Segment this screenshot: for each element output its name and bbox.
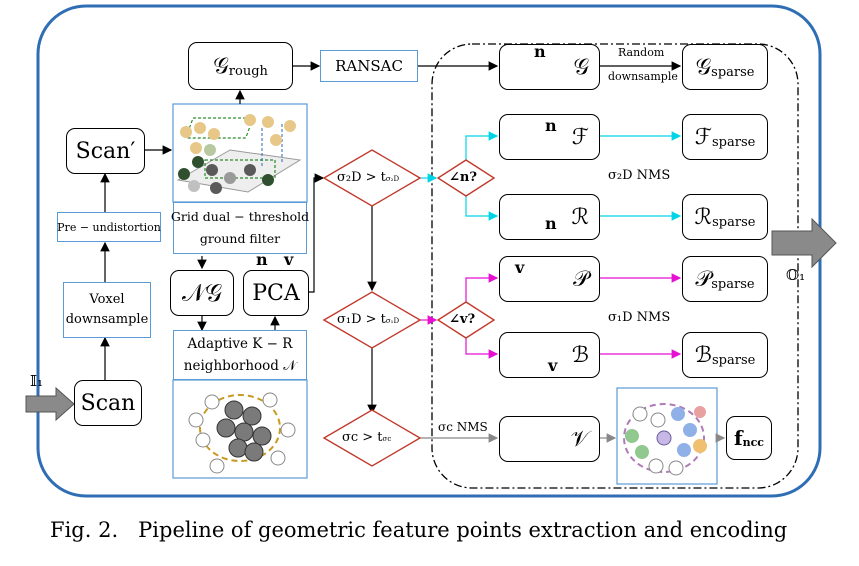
b-sparse-label: ℬ: [694, 342, 712, 368]
input-arrow: [25, 386, 75, 422]
encoding-illustration: [616, 387, 718, 485]
ransac-label: RANSAC: [335, 57, 403, 75]
scan-label: Scan: [80, 390, 136, 416]
b-feature-box: ℬ: [499, 332, 600, 378]
adaptive-line1: Adaptive K − R: [187, 336, 293, 352]
r-sparse-label: ℛ: [694, 204, 713, 230]
adaptive-line2: neighborhood 𝒩: [183, 358, 297, 374]
random-line2: downsample: [608, 70, 678, 83]
g-sparse-label: 𝒢: [695, 54, 712, 80]
v-feature-box: 𝒱: [499, 416, 600, 462]
voxel-line2: downsample: [65, 312, 149, 327]
sigmac-sub: σc: [382, 435, 392, 443]
nms-1d-label: σ₁D NMS: [608, 310, 671, 325]
r-normal-label: n: [545, 214, 557, 233]
angle-v-label: ∠v?: [449, 312, 476, 327]
sigma2d-label: σ₂D > tσ₂D: [337, 170, 399, 185]
f-sparse-sub: sparse: [711, 134, 756, 150]
voxel-line1: Voxel: [89, 292, 125, 307]
pca-box: PCA: [243, 270, 309, 316]
ground-filter-illustration: [172, 103, 308, 203]
r-sparse-sub: sparse: [712, 214, 756, 230]
grid-line1: Grid dual − threshold: [170, 209, 310, 224]
angle-n-label: ∠n?: [449, 170, 477, 185]
ransac-box: RANSAC: [320, 50, 418, 82]
grid-line2: ground filter: [199, 231, 281, 246]
p-feature-box: 𝒫: [499, 256, 600, 302]
f-normal-label: n: [545, 116, 557, 135]
fncc-label: f: [733, 426, 743, 450]
b-dir-label: v: [548, 356, 558, 375]
f-feature-label: ℱ: [571, 124, 589, 150]
r-feature-label: ℛ: [571, 204, 589, 230]
g-rough-label: 𝒢: [213, 53, 229, 79]
sigma1d-text: σ₁D > t: [337, 312, 386, 327]
pca-label: PCA: [252, 280, 300, 306]
sigma1d-label: σ₁D > tσ₁D: [337, 312, 399, 327]
fncc-sub: ncc: [742, 436, 764, 449]
p-feature-label: 𝒫: [573, 266, 589, 292]
output-arrow: [771, 217, 837, 269]
sigma2d-text: σ₂D > t: [337, 170, 386, 185]
caption-fig: Fig. 2.: [50, 518, 119, 542]
b-sparse-sub: sparse: [711, 352, 756, 368]
scan-box: Scan: [74, 380, 142, 426]
magenta-connectors: [420, 273, 682, 359]
voxel-downsample-box: Voxel downsample: [63, 282, 151, 338]
feature-module-frame: [431, 43, 799, 489]
g-sparse-sub: sparse: [711, 64, 755, 80]
grid-filter-caption-box: Grid dual − threshold ground filter: [170, 202, 310, 254]
random-line1: Random: [618, 46, 665, 59]
f-feature-box: ℱ: [499, 114, 600, 160]
g-rough-sub: rough: [228, 63, 268, 79]
v-feature-label: 𝒱: [570, 426, 589, 452]
g-feature-label: 𝒢: [573, 54, 589, 80]
decision-diamonds: [322, 149, 496, 467]
ng-box: 𝒩𝒢: [170, 270, 234, 316]
input-label: 𝕀₁: [30, 372, 44, 390]
scan-prime-box: Scan′: [66, 128, 145, 174]
ng-label: 𝒩𝒢: [181, 279, 223, 307]
figure-caption: Fig. 2. Pipeline of geometric feature po…: [50, 518, 787, 542]
sigma2d-sub: σ₂D: [385, 175, 400, 183]
sigmac-label: σc > tσc: [342, 430, 391, 445]
nms-c-label: σc NMS: [438, 420, 488, 434]
caption-text: Pipeline of geometric feature points ext…: [138, 518, 788, 542]
adaptive-neighborhood-box: Adaptive K − R neighborhood 𝒩: [173, 330, 307, 380]
b-feature-label: ℬ: [571, 342, 589, 368]
pre-undistortion-box: Pre − undistortion: [57, 212, 161, 242]
cyan-connectors: [420, 131, 682, 221]
sigma1d-sub: σ₁D: [385, 317, 400, 325]
f-sparse-label: ℱ: [694, 124, 712, 150]
p-sparse-sub: sparse: [711, 276, 755, 292]
nms-2d-label: σ₂D NMS: [608, 168, 671, 183]
g-feature-box: 𝒢: [499, 44, 600, 90]
p-dir-label: v: [515, 258, 525, 277]
g-normal-label: n: [534, 42, 546, 61]
pre-undistortion-label: Pre − undistortion: [57, 220, 161, 234]
connectors: [100, 61, 682, 415]
scan-prime-label: Scan′: [75, 138, 136, 164]
neighborhood-illustration: [172, 379, 308, 479]
output-label: 𝕆₁: [786, 266, 806, 284]
pca-n-label: n: [256, 250, 268, 269]
sigmac-text: σc > t: [342, 430, 383, 445]
pca-v-label: v: [284, 250, 294, 269]
p-sparse-label: 𝒫: [695, 266, 712, 292]
r-feature-box: ℛ: [499, 194, 600, 240]
